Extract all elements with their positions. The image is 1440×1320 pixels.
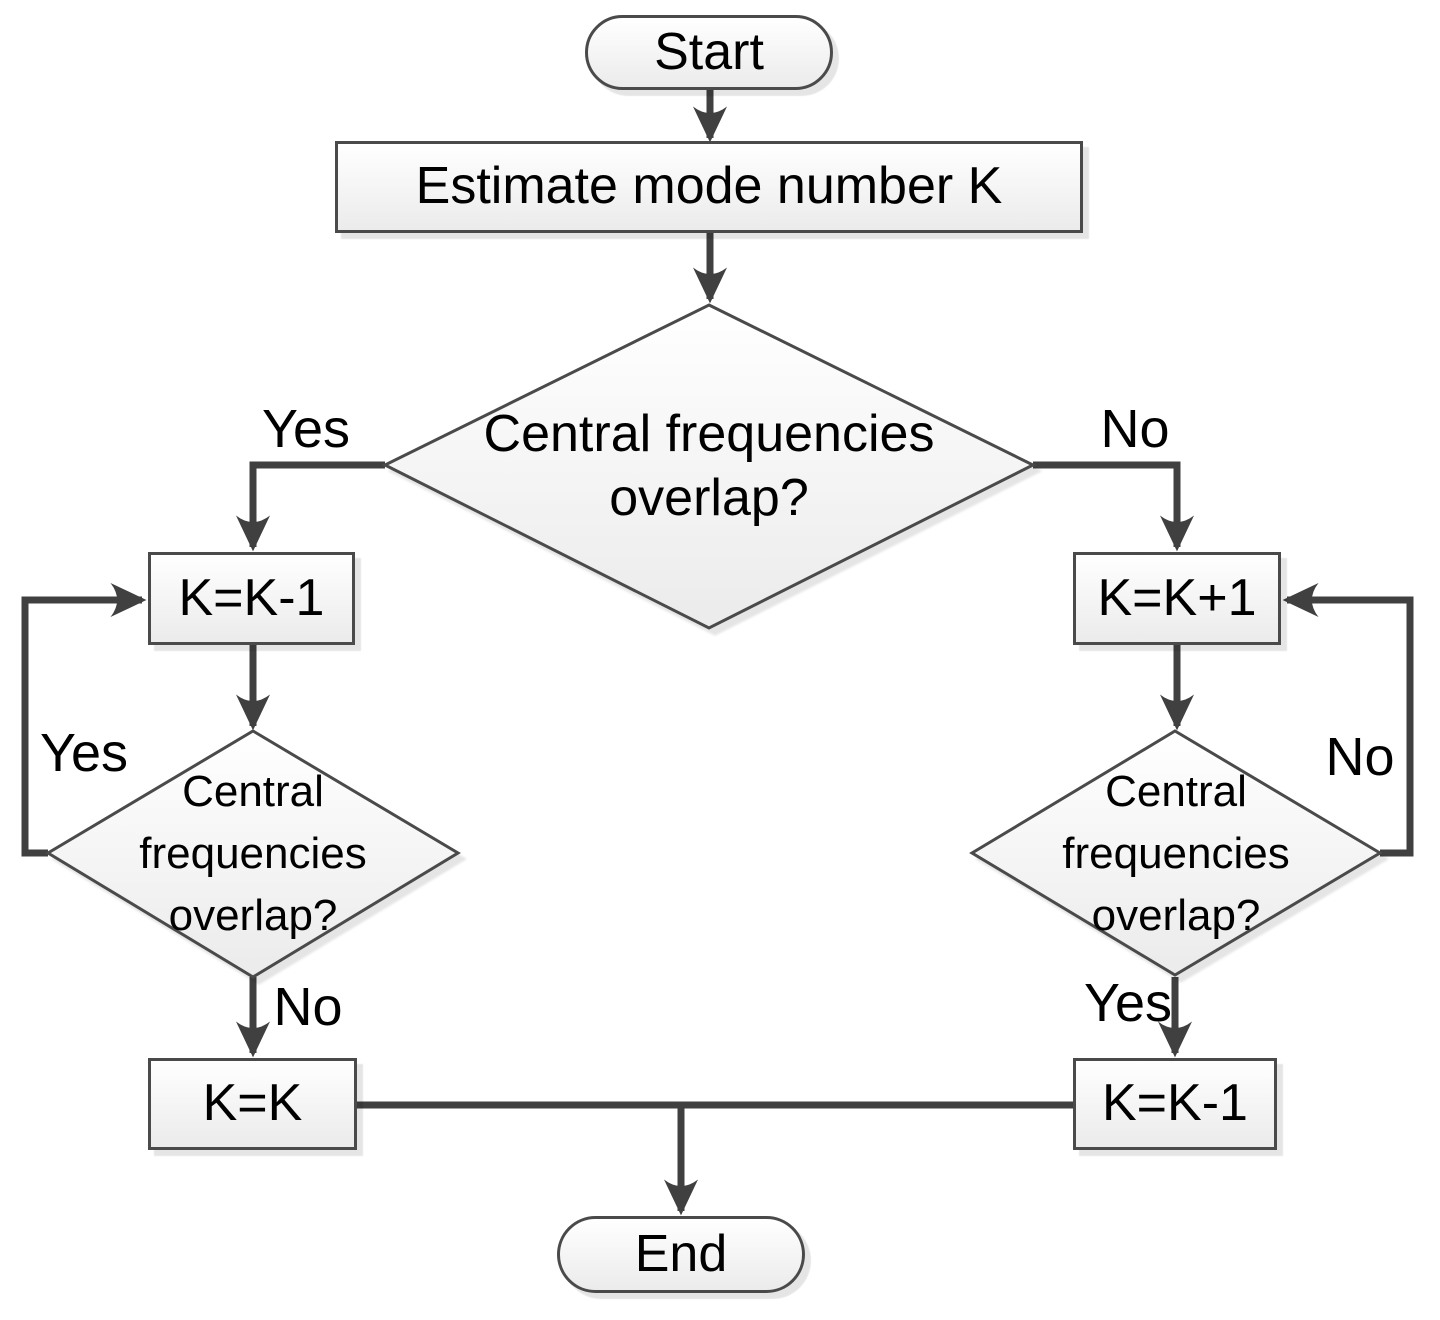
node-k-minus-bottom-label: K=K-1 xyxy=(1102,1074,1248,1133)
node-k-minus-left: K=K-1 xyxy=(148,552,355,645)
node-start-label: Start xyxy=(654,22,764,81)
decision-left-shape xyxy=(45,729,461,979)
node-estimate: Estimate mode number K xyxy=(335,141,1083,233)
edge-label-main-no: No xyxy=(1100,399,1170,459)
edge-label-right-loop-no: No xyxy=(1325,727,1395,787)
node-end: End xyxy=(557,1216,805,1293)
connector-main-no-to-k-plus xyxy=(1033,461,1195,552)
node-start: Start xyxy=(585,15,833,90)
edge-label-left-no: No xyxy=(273,977,343,1037)
edge-label-left-loop-yes: Yes xyxy=(39,723,129,783)
node-end-label: End xyxy=(634,1224,728,1283)
connector-right-decision-no-loop xyxy=(1282,582,1414,857)
decision-right-shape xyxy=(969,729,1383,977)
edge-label-right-yes: Yes xyxy=(1083,973,1173,1033)
node-k-minus-left-label: K=K-1 xyxy=(178,568,325,627)
connector-main-yes-to-k-minus xyxy=(235,461,385,552)
node-keep-k-label: K=K xyxy=(202,1074,303,1133)
decision-main-shape xyxy=(381,303,1037,630)
decision-left-label: Central frequencies overlap? xyxy=(139,767,367,940)
connector-left-decision-yes-loop xyxy=(21,582,147,857)
decision-main-label: Central frequencies overlap? xyxy=(483,405,935,527)
node-estimate-label: Estimate mode number K xyxy=(415,157,1003,216)
node-keep-k: K=K xyxy=(148,1058,357,1150)
node-k-plus-right: K=K+1 xyxy=(1073,552,1281,645)
node-k-minus-bottom: K=K-1 xyxy=(1073,1058,1277,1150)
decision-right-label: Central frequencies overlap? xyxy=(1062,767,1290,940)
node-k-plus-right-label: K=K+1 xyxy=(1097,568,1257,627)
edge-label-main-yes: Yes xyxy=(261,399,351,459)
